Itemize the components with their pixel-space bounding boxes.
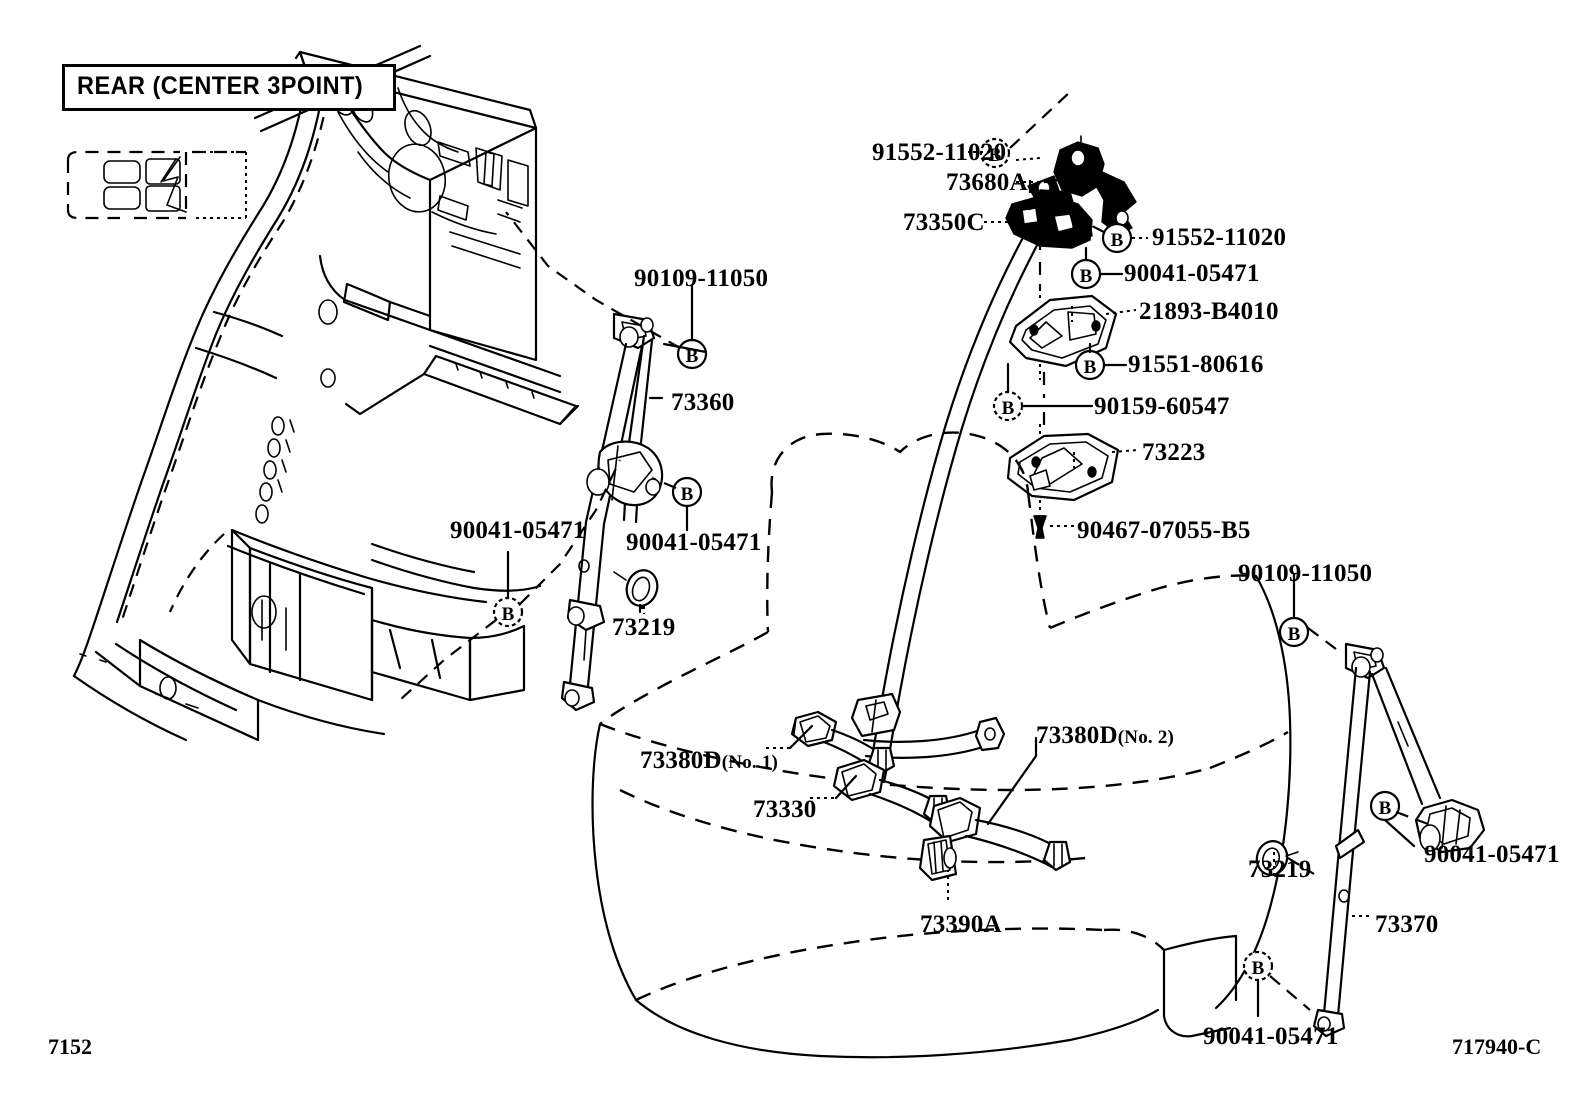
b-marker-90109-11050-left: B xyxy=(676,338,708,370)
part-number-label: 73380D(No. 1) xyxy=(640,748,778,773)
part-number-text: 73219 xyxy=(1248,856,1312,883)
grommet-73219-left xyxy=(613,569,659,607)
part-number-text: 73380D xyxy=(640,747,722,774)
trim-cover-73223 xyxy=(1006,424,1120,514)
part-number-text: 73223 xyxy=(1142,439,1206,466)
part-number-label: 90041-05471 xyxy=(1203,1024,1339,1049)
figure-code: 717940-C xyxy=(1452,1034,1542,1059)
b-marker-91552-11020-right: B xyxy=(1101,222,1133,254)
part-number-suffix: (No. 1) xyxy=(721,752,779,773)
part-number-label: 73219 xyxy=(1248,857,1312,882)
part-number-text: 90041-05471 xyxy=(626,529,762,556)
leader-lines xyxy=(399,91,1429,1018)
b-marker-90041-05471-bottom: B xyxy=(1242,950,1274,982)
part-number-text: 73370 xyxy=(1375,911,1439,938)
b-marker-91552-11020-left: B xyxy=(979,137,1011,169)
svg-text:B: B xyxy=(1111,230,1124,251)
part-number-label: 73219 xyxy=(612,615,676,640)
part-number-text: 73330 xyxy=(753,796,817,823)
part-number-label: 91552-11020 xyxy=(872,140,1006,165)
diagram-title: REAR (CENTER 3POINT) xyxy=(77,72,364,100)
b-marker-91551-80616: B xyxy=(1074,349,1106,381)
clip-90467-07055-B5 xyxy=(1033,515,1047,539)
part-number-text: 90041-05471 xyxy=(1124,260,1260,287)
part-number-text: 90109-11050 xyxy=(1238,560,1373,587)
center-belt-webbing xyxy=(850,230,1044,784)
part-number-label: 90109-11050 xyxy=(634,266,768,291)
part-number-text: 90109-11050 xyxy=(634,265,769,292)
svg-text:B: B xyxy=(1252,958,1265,979)
grommet-73219-right xyxy=(1255,840,1299,876)
part-number-label: 73370 xyxy=(1375,912,1439,937)
part-number-label: 91551-80616 xyxy=(1128,352,1264,377)
svg-text:B: B xyxy=(989,145,1002,166)
part-number-text: 90467-07055-B5 xyxy=(1077,517,1251,544)
part-number-label: 73680A xyxy=(946,170,1028,195)
part-number-suffix: (No. 2) xyxy=(1117,727,1175,748)
part-number-text: 21893-B4010 xyxy=(1139,298,1279,325)
svg-text:B: B xyxy=(681,484,694,505)
buckle-73380D-no2 xyxy=(928,796,1072,872)
svg-text:B: B xyxy=(686,346,699,367)
part-number-label: 90041-05471 xyxy=(626,530,762,555)
part-number-label: 73350C xyxy=(903,210,985,235)
part-number-text: 90041-05471 xyxy=(1203,1023,1339,1050)
part-number-label: 90109-11050 xyxy=(1238,561,1372,586)
anchor-73390A xyxy=(918,834,958,882)
part-number-text: 73219 xyxy=(612,614,676,641)
buckle-73330 xyxy=(832,758,952,826)
buckle-assembly-73350C xyxy=(1005,189,1093,249)
part-number-text: 91552-11020 xyxy=(1152,224,1287,251)
part-number-text: 73350C xyxy=(903,209,985,236)
part-number-label: 90041-05471 xyxy=(1124,261,1260,286)
part-number-text: 73390A xyxy=(920,911,1002,938)
b-marker-90159-60547: B xyxy=(992,390,1024,422)
body-quarter-panel xyxy=(72,44,580,742)
part-number-label: 90041-05471 xyxy=(450,518,586,543)
part-number-text: 90159-60547 xyxy=(1094,393,1230,420)
part-number-label: 73390A xyxy=(920,912,1002,937)
page-code: 7152 xyxy=(48,1034,92,1059)
b-marker-90041-05471-left-upper: B xyxy=(671,476,703,508)
part-number-text: 91551-80616 xyxy=(1128,351,1264,378)
svg-text:B: B xyxy=(502,604,515,625)
part-number-label: 90159-60547 xyxy=(1094,394,1230,419)
part-number-text: 90041-05471 xyxy=(1424,841,1560,868)
b-marker-90041-05471-upper-right: B xyxy=(1070,258,1102,290)
b-marker-90109-11050-right: B xyxy=(1278,616,1310,648)
part-number-text: 73680A xyxy=(946,169,1028,196)
svg-text:B: B xyxy=(1002,398,1015,419)
part-number-text: 73360 xyxy=(671,389,735,416)
part-number-label: 73380D(No. 2) xyxy=(1036,723,1174,748)
b-marker-90041-05471-right: B xyxy=(1369,790,1401,822)
seatbelt-assembly-73360 xyxy=(560,312,664,712)
part-number-text: 73380D xyxy=(1036,722,1118,749)
part-number-label: 90467-07055-B5 xyxy=(1077,518,1251,543)
part-number-label: 21893-B4010 xyxy=(1139,299,1279,324)
part-number-label: 73330 xyxy=(753,797,817,822)
svg-text:B: B xyxy=(1084,357,1097,378)
b-marker-90041-05471-left-lower: B xyxy=(492,596,524,628)
seatbelt-assembly-73370 xyxy=(1312,642,1486,1038)
svg-text:B: B xyxy=(1080,266,1093,287)
part-number-label: 73360 xyxy=(671,390,735,415)
part-number-label: 91552-11020 xyxy=(1152,225,1286,250)
seat-plan-icon xyxy=(66,150,247,220)
diagram-title-box: REAR (CENTER 3POINT) xyxy=(62,64,397,111)
part-number-text: 90041-05471 xyxy=(450,517,586,544)
svg-text:B: B xyxy=(1379,798,1392,819)
part-number-label: 90041-05471 xyxy=(1424,842,1560,867)
svg-text:B: B xyxy=(1288,624,1301,645)
part-number-label: 73223 xyxy=(1142,440,1206,465)
part-number-text: 91552-11020 xyxy=(872,139,1007,166)
